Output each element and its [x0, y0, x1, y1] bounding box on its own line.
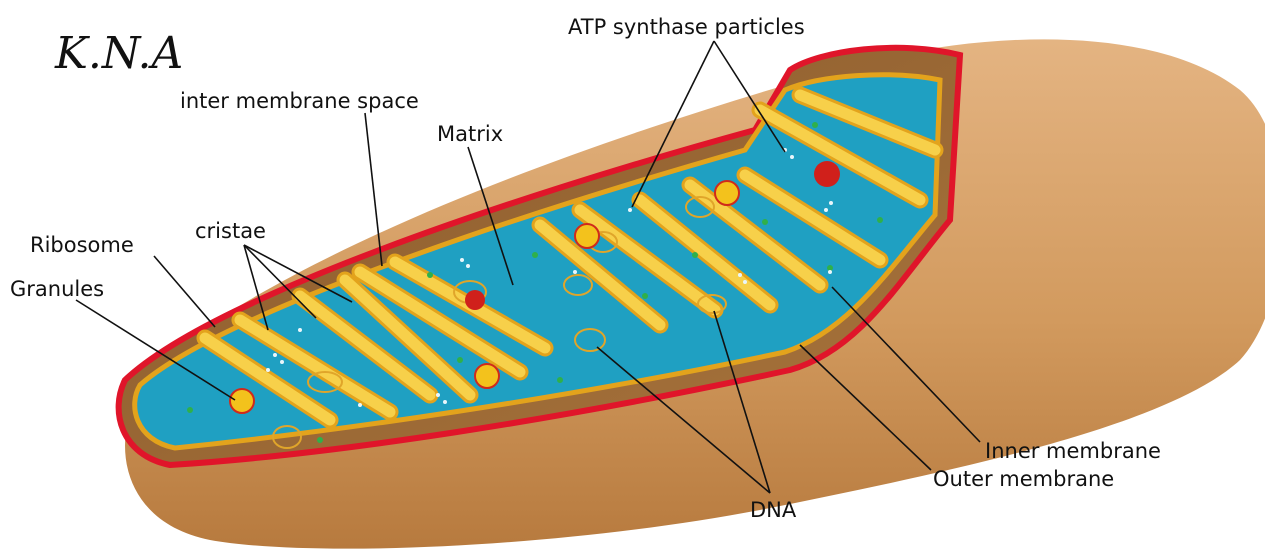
granule-red — [465, 290, 485, 310]
label-atp-synthase: ATP synthase particles — [568, 15, 805, 39]
logo: K.N.A — [54, 28, 183, 79]
label-matrix: Matrix — [437, 122, 503, 146]
label-ribosome: Ribosome — [30, 233, 134, 257]
label-inter-membrane-space: inter membrane space — [180, 89, 419, 113]
label-granules: Granules — [10, 277, 104, 301]
label-dna: DNA — [750, 498, 797, 522]
granule — [475, 364, 499, 388]
granule — [230, 389, 254, 413]
label-cristae: cristae — [195, 219, 266, 243]
granule — [715, 181, 739, 205]
label-outer-membrane: Outer membrane — [933, 467, 1114, 491]
granule-red — [814, 161, 840, 187]
label-inner-membrane: Inner membrane — [985, 439, 1161, 463]
granule — [575, 224, 599, 248]
